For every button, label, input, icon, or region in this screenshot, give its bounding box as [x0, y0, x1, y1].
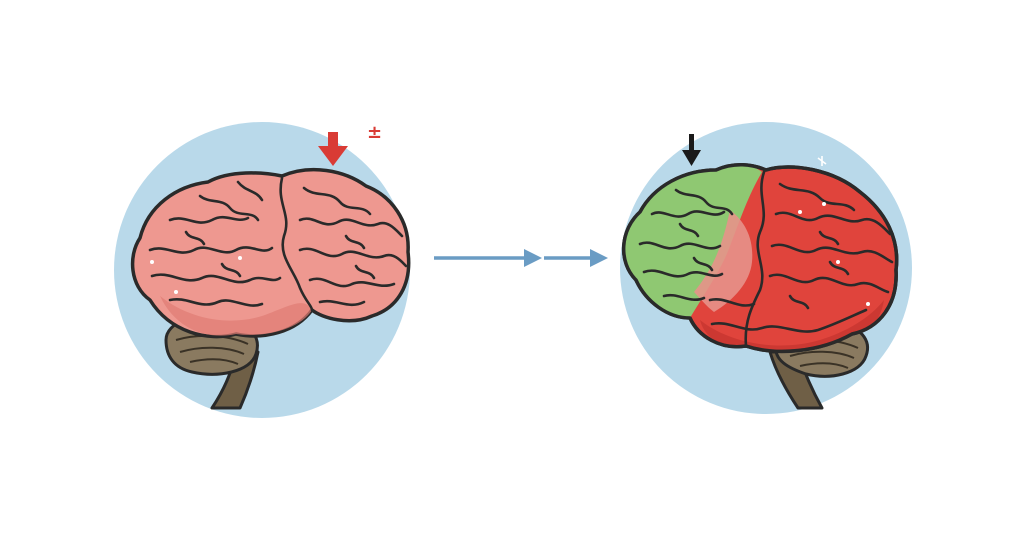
right-down-arrow-icon — [682, 134, 701, 166]
left-brain-panel — [114, 122, 411, 418]
plus-minus-indicator: ± — [367, 122, 383, 143]
arrow-right-icon — [544, 249, 608, 267]
right-gyri — [638, 170, 894, 348]
transition-arrows — [434, 249, 608, 267]
left-down-arrow-icon — [318, 132, 348, 166]
arrow-right-icon — [434, 249, 542, 267]
left-cerebrum — [130, 167, 411, 339]
right-frontal-region — [623, 164, 762, 318]
left-gyri — [148, 176, 408, 312]
right-brain-panel — [620, 122, 912, 414]
